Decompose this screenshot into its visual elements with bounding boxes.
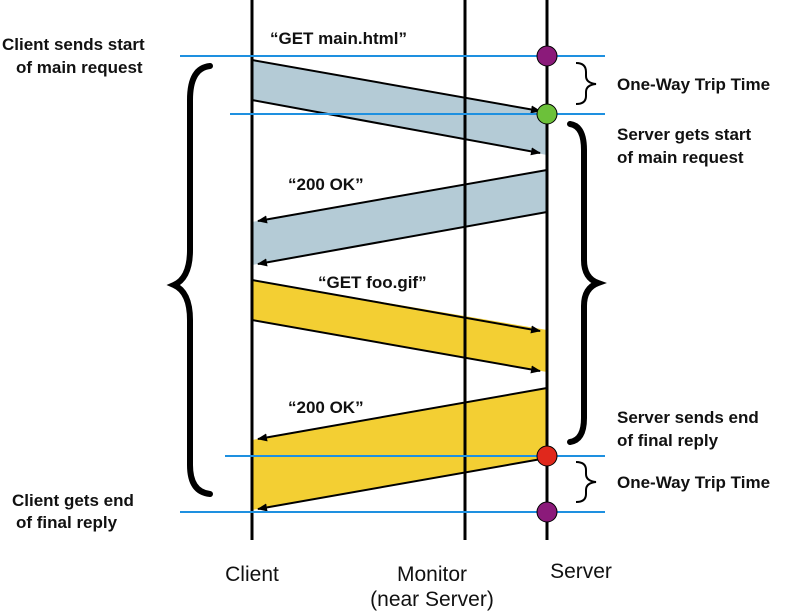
axis-label-monitor: Monitor — [397, 563, 467, 586]
arrow-ok2-bottom — [257, 457, 548, 512]
arrow-ok2-top — [257, 387, 548, 442]
label-client-end-line2: of final reply — [16, 513, 118, 532]
reply-band-ok-1 — [252, 170, 547, 265]
message-200-ok-2: “200 OK” — [288, 398, 364, 417]
brace-server-processing — [567, 121, 607, 445]
arrow-main-top — [251, 59, 541, 114]
brace-client-total — [166, 63, 213, 497]
dot-purple-bottom — [536, 501, 558, 523]
arrow-foo-bottom — [251, 319, 541, 374]
dot-green — [536, 103, 558, 125]
label-owtt-bottom: One-Way Trip Time — [617, 473, 770, 492]
brace-owtt-top — [575, 62, 597, 105]
label-server-end-line1: Server sends end — [617, 408, 759, 427]
arrow-ok1-bottom — [257, 211, 548, 267]
label-client-start-line2: of main request — [16, 58, 143, 77]
message-get-main: “GET main.html” — [270, 29, 407, 48]
label-client-end-line1: Client gets end — [12, 491, 134, 510]
reply-band-ok-2 — [252, 388, 547, 510]
axis-label-client: Client — [225, 563, 279, 586]
arrow-foo-top — [251, 279, 541, 334]
message-200-ok-1: “200 OK” — [288, 175, 364, 194]
label-server-start-line2: of main request — [617, 148, 744, 167]
axis-label-server: Server — [550, 560, 612, 583]
request-band-foo — [252, 280, 547, 372]
arrow-main-bottom — [251, 99, 541, 156]
message-get-foo: “GET foo.gif” — [318, 273, 427, 292]
request-band-main — [252, 60, 547, 155]
axis-label-monitor-sub: (near Server) — [370, 588, 494, 611]
dot-red — [536, 445, 558, 467]
label-owtt-top: One-Way Trip Time — [617, 75, 770, 94]
brace-owtt-bottom — [575, 461, 597, 503]
label-server-end-line2: of final reply — [617, 431, 719, 450]
dot-purple-top — [536, 45, 558, 67]
label-client-start-line1: Client sends start — [2, 35, 145, 54]
arrow-ok1-top — [257, 169, 548, 224]
label-server-start-line1: Server gets start — [617, 125, 752, 144]
